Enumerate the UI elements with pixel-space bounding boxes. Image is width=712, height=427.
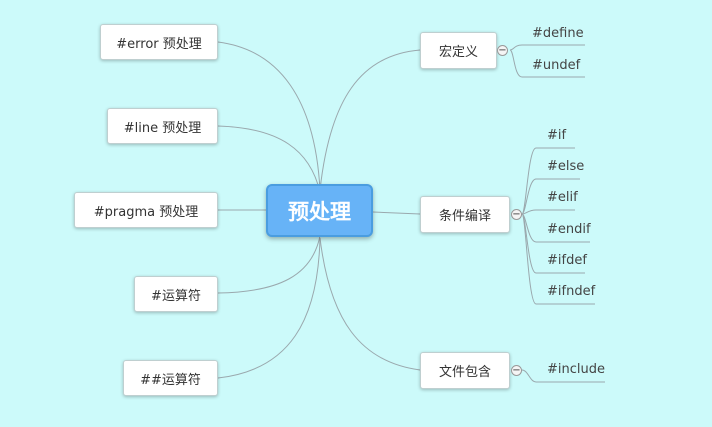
leaf-endif[interactable]: #endif <box>547 222 591 237</box>
topic-line-label: #line 预处理 <box>123 120 202 136</box>
topic-cond[interactable]: 条件编译 <box>420 196 510 233</box>
topic-op[interactable]: #运算符 <box>134 276 218 312</box>
link-root-include <box>319 237 421 371</box>
leaf-undef[interactable]: #undef <box>532 58 581 73</box>
link-root-op <box>217 235 321 294</box>
leaf-if[interactable]: #if <box>547 128 567 143</box>
root-topic[interactable]: 预处理 <box>266 184 373 237</box>
topic-line[interactable]: #line 预处理 <box>107 108 218 144</box>
collapse-cond-button[interactable]: − <box>511 209 522 220</box>
leaf-ifndef[interactable]: #ifndef <box>547 284 596 299</box>
link-cond-endif <box>521 213 590 243</box>
collapse-cond-icon: − <box>512 208 521 220</box>
topic-include[interactable]: 文件包含 <box>420 352 510 389</box>
collapse-macro-button[interactable]: − <box>497 45 508 56</box>
collapse-macro-icon: − <box>498 44 507 56</box>
leaf-elif[interactable]: #elif <box>547 190 578 205</box>
link-cond-ifdef <box>521 213 585 274</box>
root-topic-label: 预处理 <box>288 199 351 224</box>
topic-include-label: 文件包含 <box>438 365 491 380</box>
topic-opop-label: ##运算符 <box>140 372 201 388</box>
collapse-include-button[interactable]: − <box>511 365 522 376</box>
link-root-line <box>217 125 321 193</box>
topic-macro[interactable]: 宏定义 <box>420 32 497 69</box>
link-macro-undef <box>509 49 585 78</box>
link-root-macro <box>319 49 421 191</box>
topic-pragma[interactable]: #pragma 预处理 <box>74 192 218 228</box>
link-cond-else <box>521 178 580 215</box>
leaf-ifdef[interactable]: #ifdef <box>547 253 587 268</box>
collapse-include-icon: − <box>512 364 521 376</box>
leaf-define[interactable]: #define <box>532 26 584 41</box>
topic-pragma-label: #pragma 预处理 <box>93 204 199 220</box>
link-macro-define <box>509 44 585 51</box>
link-cond-elif <box>521 209 575 215</box>
topic-error-label: #error 预处理 <box>116 36 202 52</box>
link-root-cond <box>372 211 421 215</box>
link-root-opop <box>217 237 321 379</box>
topic-macro-label: 宏定义 <box>438 45 478 60</box>
topic-opop[interactable]: ##运算符 <box>123 360 218 396</box>
link-include-include <box>521 369 605 383</box>
link-cond-ifndef <box>521 213 595 305</box>
leaf-else[interactable]: #else <box>547 159 585 174</box>
topic-cond-label: 条件编译 <box>438 209 491 224</box>
link-root-error <box>217 41 321 191</box>
topic-op-label: #运算符 <box>151 288 201 304</box>
leaf-include[interactable]: #include <box>547 362 605 377</box>
topic-error[interactable]: #error 预处理 <box>100 24 218 60</box>
